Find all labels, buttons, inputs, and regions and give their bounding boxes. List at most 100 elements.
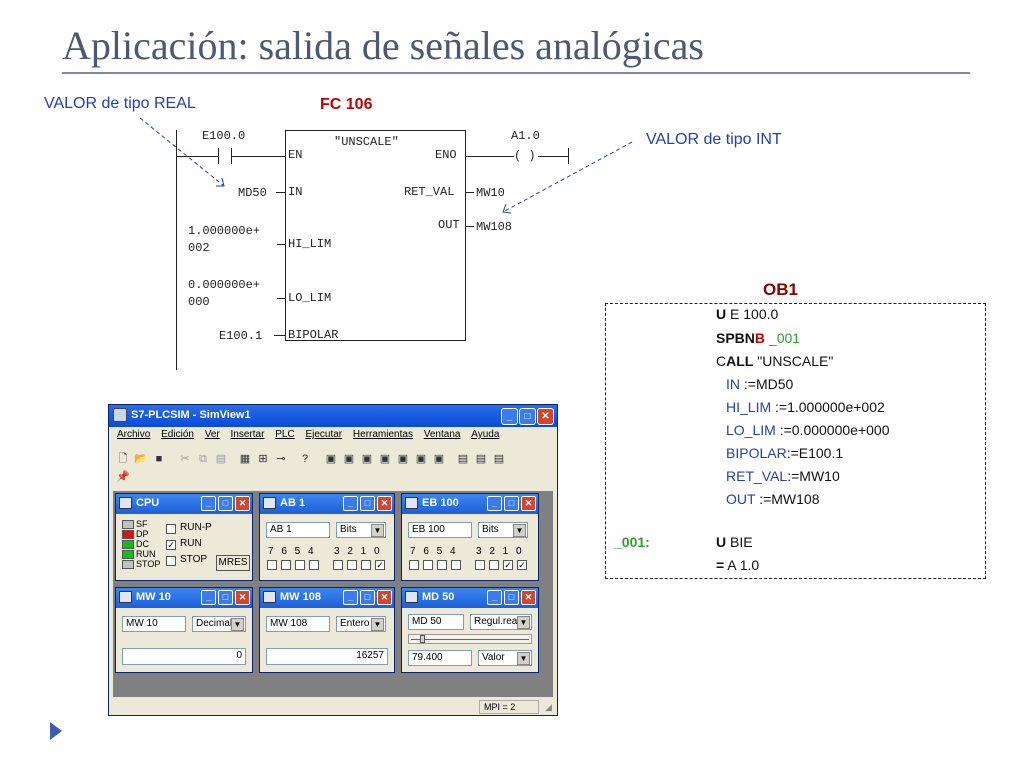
ab-address-input[interactable]: AB 1 [266, 522, 330, 538]
ab-bit-1[interactable] [361, 560, 371, 570]
simview-titlebar[interactable]: S7-PLCSIM - SimView1 [109, 405, 557, 427]
accu-icon[interactable]: ▤ [475, 453, 487, 465]
open-icon[interactable]: 📂 [134, 453, 148, 465]
eb-bit-3[interactable] [475, 560, 485, 570]
ab-bit-numbers-lo: 3 2 1 0 [334, 546, 383, 557]
menu-herramientas[interactable]: Herramientas [352, 429, 413, 440]
md50-value-format-select[interactable]: Valor▼ [478, 650, 532, 666]
eb-bit-4[interactable] [451, 560, 461, 570]
close-button[interactable]: ✕ [521, 590, 536, 605]
minimize-button[interactable]: _ [343, 590, 358, 605]
window-icon[interactable]: ▤ [457, 453, 469, 465]
input-var-icon[interactable]: ▣ [325, 453, 337, 465]
run-checkbox[interactable]: ✓ [166, 540, 176, 550]
counter-var-icon[interactable]: ▣ [397, 453, 409, 465]
mres-button[interactable]: MRES [216, 555, 250, 571]
mw10-titlebar[interactable]: MW 10 _□✕ [116, 588, 252, 608]
pin-icon[interactable]: ⊸ [276, 453, 286, 465]
cpu-titlebar[interactable]: CPU _□✕ [116, 494, 252, 514]
paste-icon[interactable]: ▤ [215, 453, 227, 465]
minimize-button[interactable]: _ [487, 590, 502, 605]
eb-address-input[interactable]: EB 100 [408, 522, 472, 538]
menu-ejecutar[interactable]: Ejecutar [305, 429, 343, 440]
output-var-icon[interactable]: ▣ [343, 453, 355, 465]
menu-plc[interactable]: PLC [275, 429, 295, 440]
mw108-format-select[interactable]: Entero▼ [336, 616, 386, 632]
mw10-format-select[interactable]: Decimal▼ [192, 616, 246, 632]
maximize-button[interactable]: □ [504, 496, 519, 511]
register-icon[interactable]: ▤ [493, 453, 505, 465]
new-icon[interactable]: 🗋 [118, 453, 128, 465]
stop-checkbox[interactable] [166, 556, 176, 566]
md50-slider[interactable] [408, 634, 532, 644]
minimize-button[interactable]: _ [201, 496, 216, 511]
eb-bit-0[interactable]: ✓ [517, 560, 527, 570]
marker-var-icon[interactable]: ▣ [361, 453, 373, 465]
close-button[interactable]: ✕ [235, 496, 250, 511]
mw10-value-field[interactable]: 0 [122, 648, 246, 665]
menu-ayuda[interactable]: Ayuda [471, 429, 500, 440]
md50-format-select[interactable]: Regul.rea▼ [470, 614, 532, 630]
mw108-address-input[interactable]: MW 108 [266, 616, 330, 632]
slider-thumb[interactable] [420, 635, 425, 643]
menu-ver[interactable]: Ver [204, 429, 220, 440]
md50-address-input[interactable]: MD 50 [408, 614, 464, 630]
maximize-button[interactable]: □ [360, 496, 375, 511]
help-icon[interactable]: ? [301, 453, 309, 465]
menu-edicion[interactable]: Edición [161, 429, 194, 440]
ab-titlebar[interactable]: AB 1 _□✕ [260, 494, 394, 514]
eb-bit-1[interactable]: ✓ [503, 560, 513, 570]
minimize-button[interactable]: _ [501, 408, 518, 425]
pushpin-icon[interactable]: 📌 [116, 471, 130, 483]
close-button[interactable]: ✕ [521, 496, 536, 511]
eb-bit-7[interactable] [409, 560, 419, 570]
maximize-button[interactable]: □ [519, 408, 536, 425]
ab-bit-3[interactable] [333, 560, 343, 570]
ab-format-value: Bits [340, 524, 357, 535]
close-button[interactable]: ✕ [537, 408, 554, 425]
grid-icon[interactable]: ⊞ [258, 453, 268, 465]
run-p-checkbox[interactable] [166, 524, 176, 534]
ab-bit-0[interactable]: ✓ [375, 560, 385, 570]
mw108-titlebar[interactable]: MW 108 _□✕ [260, 588, 394, 608]
eb-bit-2[interactable] [489, 560, 499, 570]
menu-insertar[interactable]: Insertar [230, 429, 265, 440]
maximize-button[interactable]: □ [504, 590, 519, 605]
resize-grip-icon[interactable]: ◢ [545, 702, 552, 712]
minimize-button[interactable]: _ [201, 590, 216, 605]
menu-ventana[interactable]: Ventana [423, 429, 461, 440]
close-button[interactable]: ✕ [377, 496, 392, 511]
eb-bit-6[interactable] [423, 560, 433, 570]
menu-archivo[interactable]: Archivo [117, 429, 151, 440]
ab-bit-4[interactable] [309, 560, 319, 570]
ab-bit-5[interactable] [295, 560, 305, 570]
ab-title: AB 1 [280, 497, 306, 509]
minimize-button[interactable]: _ [343, 496, 358, 511]
ab-bit-7[interactable] [267, 560, 277, 570]
md50-value-field[interactable]: 79.400 [408, 650, 472, 666]
copy-icon[interactable]: ⧉ [199, 453, 207, 465]
maximize-button[interactable]: □ [360, 590, 375, 605]
ab-bit-2[interactable] [347, 560, 357, 570]
chevron-down-icon: ▼ [371, 524, 384, 537]
md50-titlebar[interactable]: MD 50 _□✕ [402, 588, 538, 608]
plc-icon[interactable]: ▦ [239, 453, 251, 465]
save-icon[interactable]: ■ [155, 453, 163, 465]
eb-titlebar[interactable]: EB 100 _□✕ [402, 494, 538, 514]
minimize-button[interactable]: _ [487, 496, 502, 511]
close-button[interactable]: ✕ [377, 590, 392, 605]
stack-var-icon[interactable]: ▣ [433, 453, 445, 465]
eb-format-select[interactable]: Bits▼ [478, 522, 528, 538]
maximize-button[interactable]: □ [218, 590, 233, 605]
close-button[interactable]: ✕ [235, 590, 250, 605]
timer-var-icon[interactable]: ▣ [379, 453, 391, 465]
cut-icon[interactable]: ✂ [180, 453, 190, 465]
pin-stub [466, 192, 474, 193]
ab-bit-6[interactable] [281, 560, 291, 570]
mw108-value-field[interactable]: 16257 [266, 648, 388, 665]
ab-format-select[interactable]: Bits ▼ [336, 522, 386, 538]
eb-bit-5[interactable] [437, 560, 447, 570]
generic-var-icon[interactable]: ▣ [415, 453, 427, 465]
maximize-button[interactable]: □ [218, 496, 233, 511]
mw10-address-input[interactable]: MW 10 [122, 616, 186, 632]
